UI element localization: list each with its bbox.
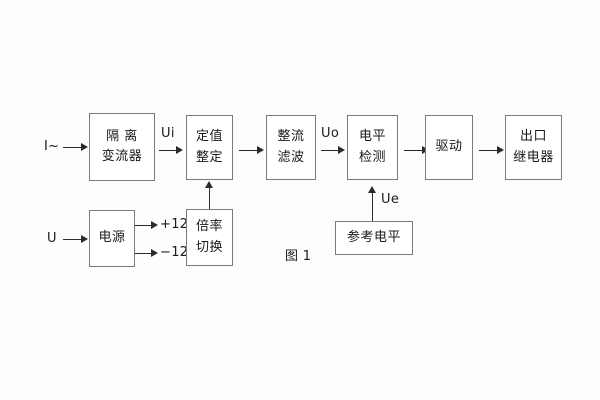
connector-level-to-driver [404,150,423,151]
connector-multiplier-to-setting [209,187,210,209]
voltage-input-label: U [47,231,57,246]
block-setting-adjustment-line1: 定值 [195,129,223,145]
block-output-relay: 出口 继电器 [505,115,562,180]
ue-signal-label: Ue [381,192,400,207]
arrow-power-supply-negative [151,249,158,257]
block-level-detection: 电平 检测 [347,115,398,180]
connector-input-to-isolator [63,147,83,148]
arrow-input-to-power-supply [81,235,88,243]
block-multiplier-switch-line1: 倍率 [195,219,223,235]
block-isolating-transformer-line2: 变流器 [101,149,143,164]
block-output-relay-line1: 出口 [519,129,547,145]
arrow-power-supply-positive [151,221,158,229]
block-driver-line1: 驱动 [435,139,463,155]
connector-power-supply-negative [135,253,153,254]
block-reference-level-line1: 参考电平 [346,229,401,245]
figure-caption: 图 1 [285,249,312,264]
connector-input-to-power-supply [63,239,83,240]
block-setting-adjustment: 定值 整定 [186,115,233,180]
block-multiplier-switch: 倍率 切换 [186,209,233,266]
arrow-rectifier-to-level [338,146,345,154]
uo-signal-label: Uo [321,126,340,141]
block-power-supply: 电源 [89,210,135,267]
arrow-reference-to-level [368,186,376,193]
block-reference-level: 参考电平 [335,221,413,255]
arrow-multiplier-to-setting [205,181,213,188]
connector-isolator-to-setting [159,150,178,151]
connector-rectifier-to-level [321,150,340,151]
current-input-label: I~ [44,139,60,154]
connector-power-supply-positive [135,225,153,226]
connector-setting-to-rectifier [239,150,258,151]
block-isolating-transformer: 隔 离 变流器 [89,113,155,181]
block-output-relay-line2: 继电器 [513,149,554,165]
ui-signal-label: Ui [161,126,175,141]
connector-reference-to-level [372,192,373,221]
arrow-setting-to-rectifier [257,146,264,154]
block-power-supply-line1: 电源 [98,230,126,246]
block-rectifier-filter: 整流 滤波 [266,115,316,180]
arrow-input-to-isolator [81,143,88,151]
connector-driver-to-relay [479,150,498,151]
block-level-detection-line1: 电平 [358,129,386,145]
arrow-isolator-to-setting [176,146,183,154]
block-level-detection-line2: 检测 [358,149,386,165]
block-rectifier-filter-line2: 滤波 [277,149,305,165]
block-multiplier-switch-line2: 切换 [195,239,223,255]
block-driver: 驱动 [425,115,473,180]
arrow-driver-to-relay [497,146,504,154]
block-setting-adjustment-line2: 整定 [195,149,223,165]
block-isolating-transformer-line1: 隔 离 [106,128,138,144]
block-rectifier-filter-line1: 整流 [277,129,305,145]
